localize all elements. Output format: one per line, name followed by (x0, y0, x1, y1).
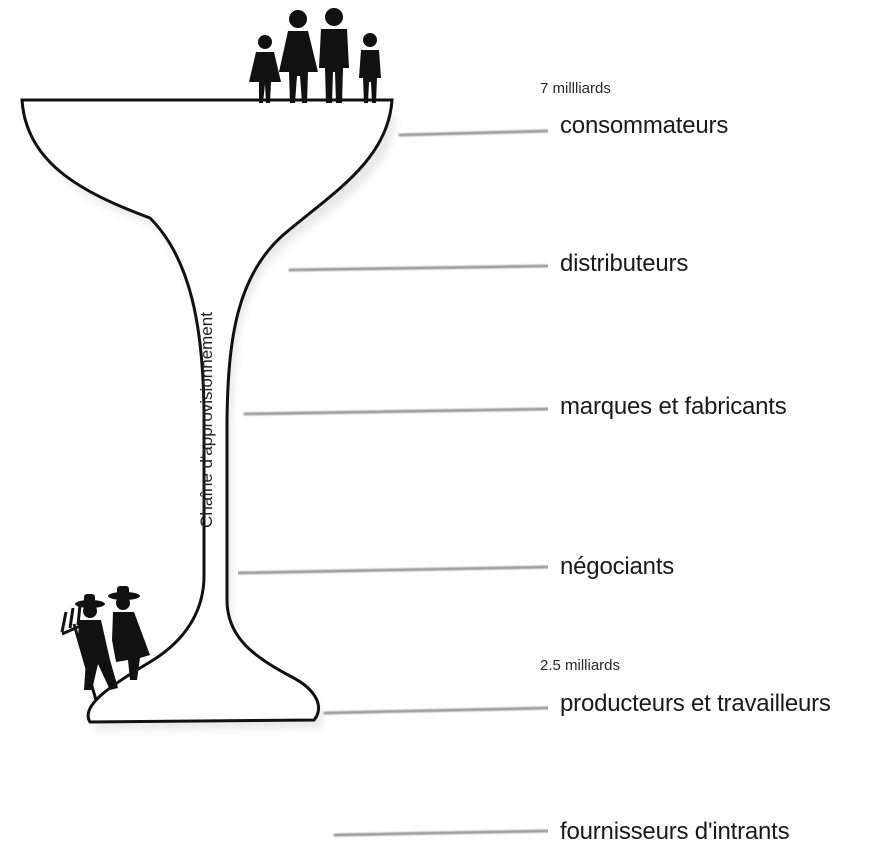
level-label-consommateurs: consommateurs (560, 112, 729, 139)
vertical-supply-chain-label: Chaîne d'approvisionnement (197, 312, 216, 528)
consommateurs-count: 7 millliards (540, 80, 611, 97)
level-label-distributeurs: distributeurs (560, 250, 689, 277)
farmer-couple-icon (60, 586, 150, 701)
consumer-family-icon (249, 8, 381, 103)
level-line-negociants (236, 565, 550, 575)
level-line-marques (243, 407, 550, 416)
level-lines (236, 129, 550, 837)
level-line-distributeurs (288, 264, 550, 272)
level-line-fournisseurs (333, 829, 550, 837)
level-label-fournisseurs-intrants: fournisseurs d'intrants (560, 818, 790, 845)
level-label-marques-fabricants: marques et fabricants (560, 393, 787, 420)
producteurs-count: 2.5 milliards (540, 657, 621, 674)
level-line-consommateurs (398, 129, 550, 137)
funnel-shape (20, 98, 394, 724)
level-line-producteurs (323, 706, 550, 715)
level-label-producteurs-travailleurs: producteurs et travailleurs (560, 690, 831, 717)
level-label-negociants: négociants (560, 553, 675, 580)
